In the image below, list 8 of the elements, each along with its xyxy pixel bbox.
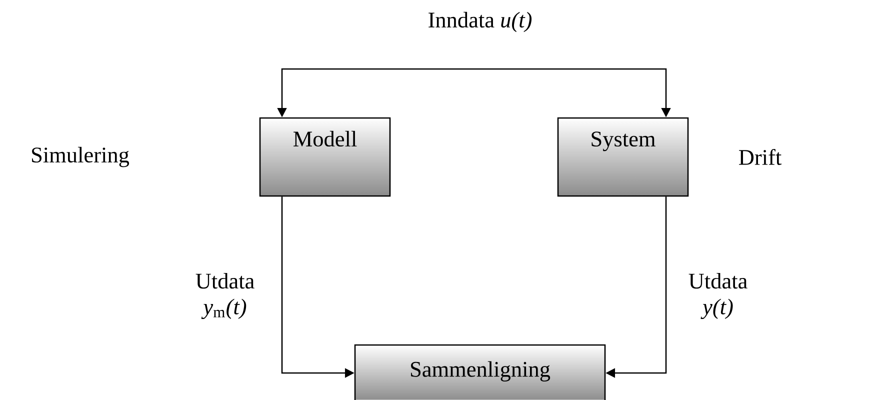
text-label: Simulering: [32, 146, 130, 168]
process-box: System: [557, 117, 689, 197]
process-box: Sammenligning: [354, 344, 606, 400]
text-label: Drift: [739, 149, 782, 165]
edge-label: Utdata y$_{m}$(t): [196, 273, 254, 319]
edge-label: Utdata y(t): [688, 273, 748, 319]
process-box: Modell: [259, 117, 391, 197]
text-label: Inndata u(t): [428, 12, 532, 32]
